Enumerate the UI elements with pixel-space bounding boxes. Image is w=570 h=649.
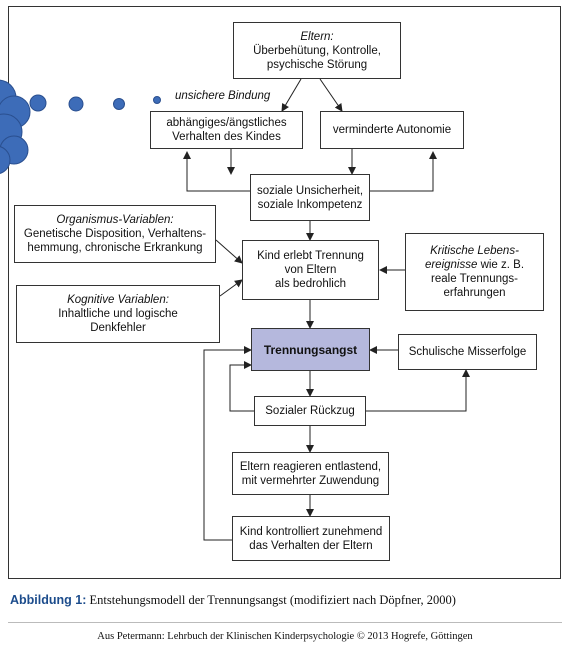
separation-threat-box: Kind erlebt Trennung von Eltern als bedr… <box>242 240 379 300</box>
anxious-behavior-line-1: abhängiges/ängstliches <box>166 117 287 129</box>
organism-variables-box: Organismus-Variablen: Genetische Disposi… <box>14 205 216 263</box>
divider <box>8 622 562 623</box>
child-controls-line-2: das Verhalten der Eltern <box>249 539 373 552</box>
social-insecurity-line-2: soziale Inkompetenz <box>257 198 363 211</box>
parents-react-box: Eltern reagieren entlastend, mit vermehr… <box>232 452 389 495</box>
social-withdrawal-box: Sozialer Rückzug <box>254 396 366 426</box>
insecure-bond-label: unsichere Bindung <box>175 90 271 102</box>
cognitive-variables-box: Kognitive Variablen: Inhaltliche und log… <box>16 285 220 343</box>
separation-threat-line-1: Kind erlebt Trennung <box>257 250 364 262</box>
parents-title: Eltern: <box>300 30 334 43</box>
social-insecurity-box: soziale Unsicherheit, soziale Inkompeten… <box>250 174 370 221</box>
parents-box: Eltern: Überbehütung, Kontrolle, psychis… <box>233 22 401 79</box>
cognitive-variables-line-1: Inhaltliche und logische <box>58 308 178 320</box>
anxious-behavior-line-2: Verhalten des Kindes <box>172 131 281 143</box>
cognitive-variables-title: Kognitive Variablen: <box>67 294 169 306</box>
organism-variables-line-2: hemmung, chronische Erkrankung <box>27 242 203 254</box>
critical-events-title-2: ereignisse <box>424 259 478 271</box>
critical-events-line-2: ereignisse wie z. B. <box>425 258 524 272</box>
parents-react-line-1: Eltern reagieren entlastend, <box>239 460 382 473</box>
caption-text: Entstehungsmodell der Trennungsangst (mo… <box>89 593 456 607</box>
separation-anxiety-text: Trennungsangst <box>263 342 358 357</box>
anxious-behavior-box: abhängiges/ängstliches Verhalten des Kin… <box>150 111 303 149</box>
figure-caption: Abbildung 1: Entstehungsmodell der Trenn… <box>10 593 456 608</box>
separation-threat-line-3: als bedrohlich <box>275 278 346 290</box>
social-withdrawal-text: Sozialer Rückzug <box>265 405 355 417</box>
critical-events-title-1: Kritische Lebens- <box>430 245 519 257</box>
reduced-autonomy-text: verminderte Autonomie <box>332 124 452 136</box>
reduced-autonomy-box: verminderte Autonomie <box>320 111 464 149</box>
thought-cloud-icon <box>0 79 161 174</box>
cognitive-variables-line-2: Denkfehler <box>90 322 146 334</box>
critical-events-rest: wie z. B. <box>477 259 525 271</box>
social-insecurity-line-1: soziale Unsicherheit, <box>256 184 364 197</box>
caption-label: Abbildung 1: <box>10 593 87 607</box>
child-controls-box: Kind kontrolliert zunehmend das Verhalte… <box>232 516 390 561</box>
organism-variables-line-1: Genetische Disposition, Verhaltens- <box>23 228 207 240</box>
source-line: Aus Petermann: Lehrbuch der Klinischen K… <box>97 631 473 642</box>
critical-events-line-4: erfahrungen <box>443 287 506 299</box>
child-controls-line-1: Kind kontrolliert zunehmend <box>239 525 383 538</box>
parents-react-line-2: mit vermehrter Zuwendung <box>241 474 380 487</box>
parents-text-1: Überbehütung, Kontrolle, <box>253 44 381 57</box>
critical-events-line-3: reale Trennungs- <box>431 273 518 285</box>
school-failure-box: Schulische Misserfolge <box>398 334 537 370</box>
parents-text-2: psychische Störung <box>266 58 368 71</box>
separation-threat-line-2: von Eltern <box>284 264 337 276</box>
critical-events-box: Kritische Lebens- ereignisse wie z. B. r… <box>405 233 544 311</box>
school-failure-text: Schulische Misserfolge <box>408 346 527 358</box>
organism-variables-title: Organismus-Variablen: <box>56 214 174 226</box>
separation-anxiety-box: Trennungsangst <box>251 328 370 371</box>
